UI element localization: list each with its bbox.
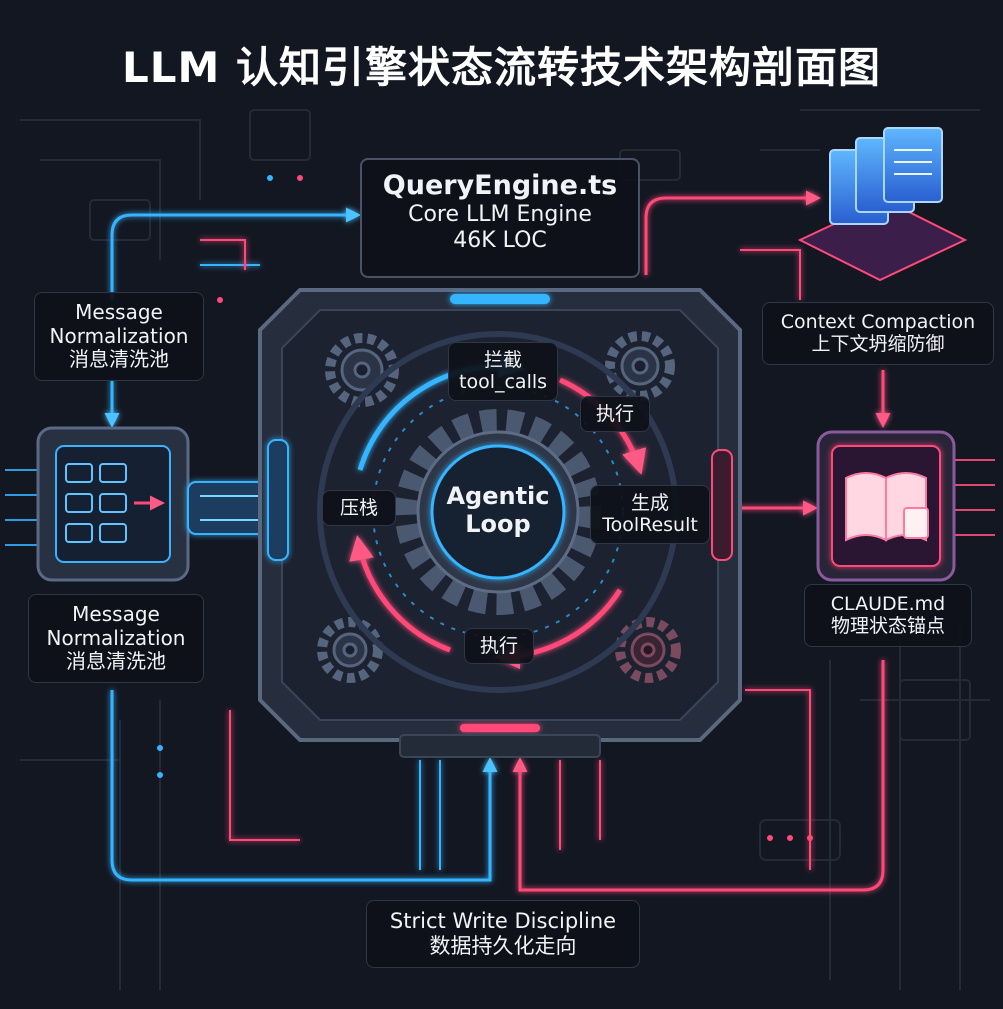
- flow-claude-to-write: [512, 660, 885, 892]
- message-normalization-label-top: Message Normalization 消息清洗池: [34, 292, 204, 381]
- gear-icon: [615, 617, 681, 683]
- background-leds: [157, 175, 813, 841]
- gear-icon: [317, 617, 383, 683]
- open-book-icon: [845, 472, 929, 542]
- right-edge-ticks: [955, 459, 995, 536]
- loop-step-execute-bottom: 执行: [464, 628, 534, 665]
- flow-engine-to-compaction: [644, 190, 821, 275]
- loop-step-intercept: 拦截 tool_calls: [448, 342, 558, 401]
- strict-write-discipline-label: Strict Write Discipline 数据持久化走向: [366, 900, 640, 968]
- query-engine-box: QueryEngine.ts Core LLM Engine 46K LOC: [360, 158, 640, 278]
- loop-step-generate: 生成 ToolResult: [590, 485, 710, 544]
- message-normalization-label-bottom: Message Normalization 消息清洗池: [28, 594, 204, 683]
- cyan-flow-lines: [104, 207, 498, 882]
- claude-md-module: [816, 430, 956, 582]
- left-edge-ticks: [5, 469, 40, 546]
- claude-md-label: CLAUDE.md 物理状态锚点: [804, 584, 972, 647]
- document-stack-icon: [797, 127, 968, 282]
- gear-icon: [605, 331, 675, 401]
- query-engine-loc: 46K LOC: [453, 227, 547, 253]
- message-normalizer-module: [36, 426, 271, 582]
- query-engine-filename: QueryEngine.ts: [382, 170, 618, 201]
- flow-bottom-loop: [110, 690, 498, 882]
- agentic-loop-label: Agentic Loop: [446, 482, 550, 539]
- context-compaction-label: Context Compaction 上下文坍缩防御: [762, 302, 994, 365]
- loop-step-execute-top: 执行: [580, 396, 650, 433]
- query-engine-subtitle: Core LLM Engine: [408, 201, 592, 227]
- flow-normalization-to-engine: [110, 207, 361, 300]
- diagram-title: LLM 认知引擎状态流转技术架构剖面图: [122, 43, 881, 92]
- pink-flow-lines: [200, 190, 891, 892]
- loop-step-push-stack: 压栈: [322, 490, 396, 527]
